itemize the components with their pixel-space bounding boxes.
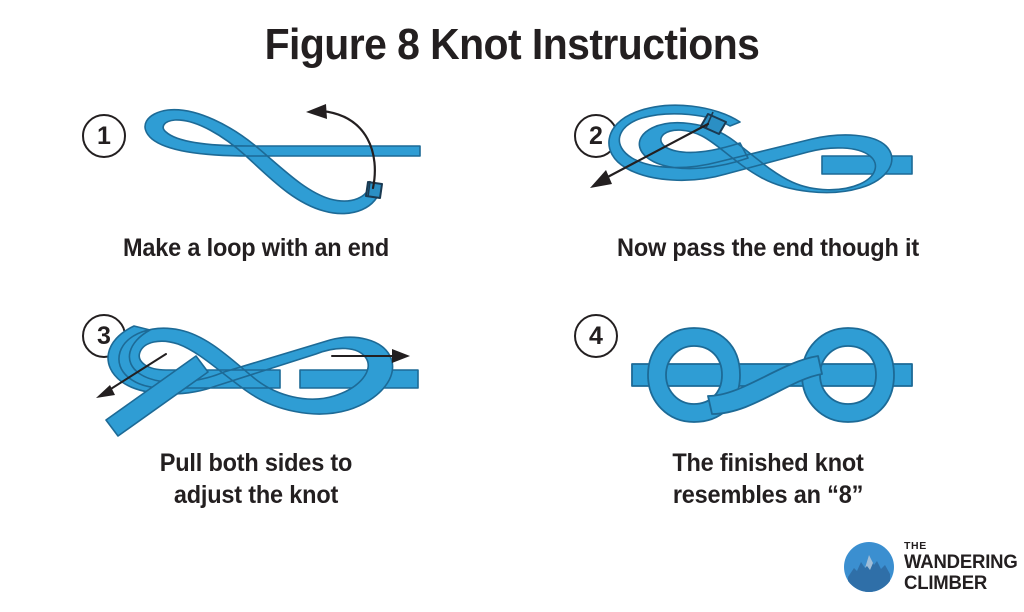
- logo-wordmark: THE WANDERING CLIMBER: [904, 541, 1024, 594]
- caption-line: The finished knot: [672, 449, 864, 477]
- logo-line-the: THE: [904, 539, 927, 552]
- curved-arrow-icon-1: [320, 109, 376, 190]
- rope-end-marker-1: [365, 180, 383, 199]
- arrowhead-1: [306, 104, 327, 119]
- step-caption-4: The finished knot resembles an “8”: [527, 448, 1008, 511]
- pull-arrow-left-icon: [105, 353, 167, 393]
- step-number-badge-1: 1: [82, 114, 126, 158]
- arrowhead-2: [590, 170, 612, 188]
- step-caption-1: Make a loop with an end: [15, 233, 496, 265]
- caption-line: Pull both sides to: [159, 449, 353, 477]
- arrowhead-left-3: [96, 385, 115, 398]
- page-title: Figure 8 Knot Instructions: [264, 20, 760, 69]
- knot-illustration-step-1: [144, 104, 421, 215]
- arrowhead-right-3: [392, 349, 410, 363]
- caption-line: Now pass the end though it: [617, 234, 919, 262]
- step-caption-2: Now pass the end though it: [527, 233, 1008, 265]
- step-panel-3: 3 Pull both sides to adjust the kn: [0, 300, 512, 530]
- caption-line: Make a loop with an end: [123, 234, 389, 262]
- step-panel-1: 1 Make a loop with an end: [0, 96, 512, 326]
- step-number-badge-4: 4: [574, 314, 618, 358]
- caption-line: adjust the knot: [173, 480, 339, 509]
- straight-arrow-icon-2: [600, 122, 710, 182]
- brand-logo[interactable]: THE WANDERING CLIMBER: [843, 536, 1018, 598]
- knot-illustration-step-4: [631, 327, 913, 423]
- step-panel-2: 2 Now pass the end though it: [512, 96, 1024, 326]
- logo-line-climber: CLIMBER: [904, 571, 988, 594]
- knot-illustration-step-2: [590, 104, 913, 194]
- mountain-circle-icon: [844, 542, 894, 592]
- step-panel-4: 4 The finished knot resembles an “8”: [512, 300, 1024, 530]
- knot-illustration-step-3: [96, 325, 419, 437]
- step-caption-3: Pull both sides to adjust the knot: [15, 448, 496, 511]
- caption-line: resembles an “8”: [672, 480, 864, 509]
- logo-line-wandering: WANDERING: [904, 551, 1018, 574]
